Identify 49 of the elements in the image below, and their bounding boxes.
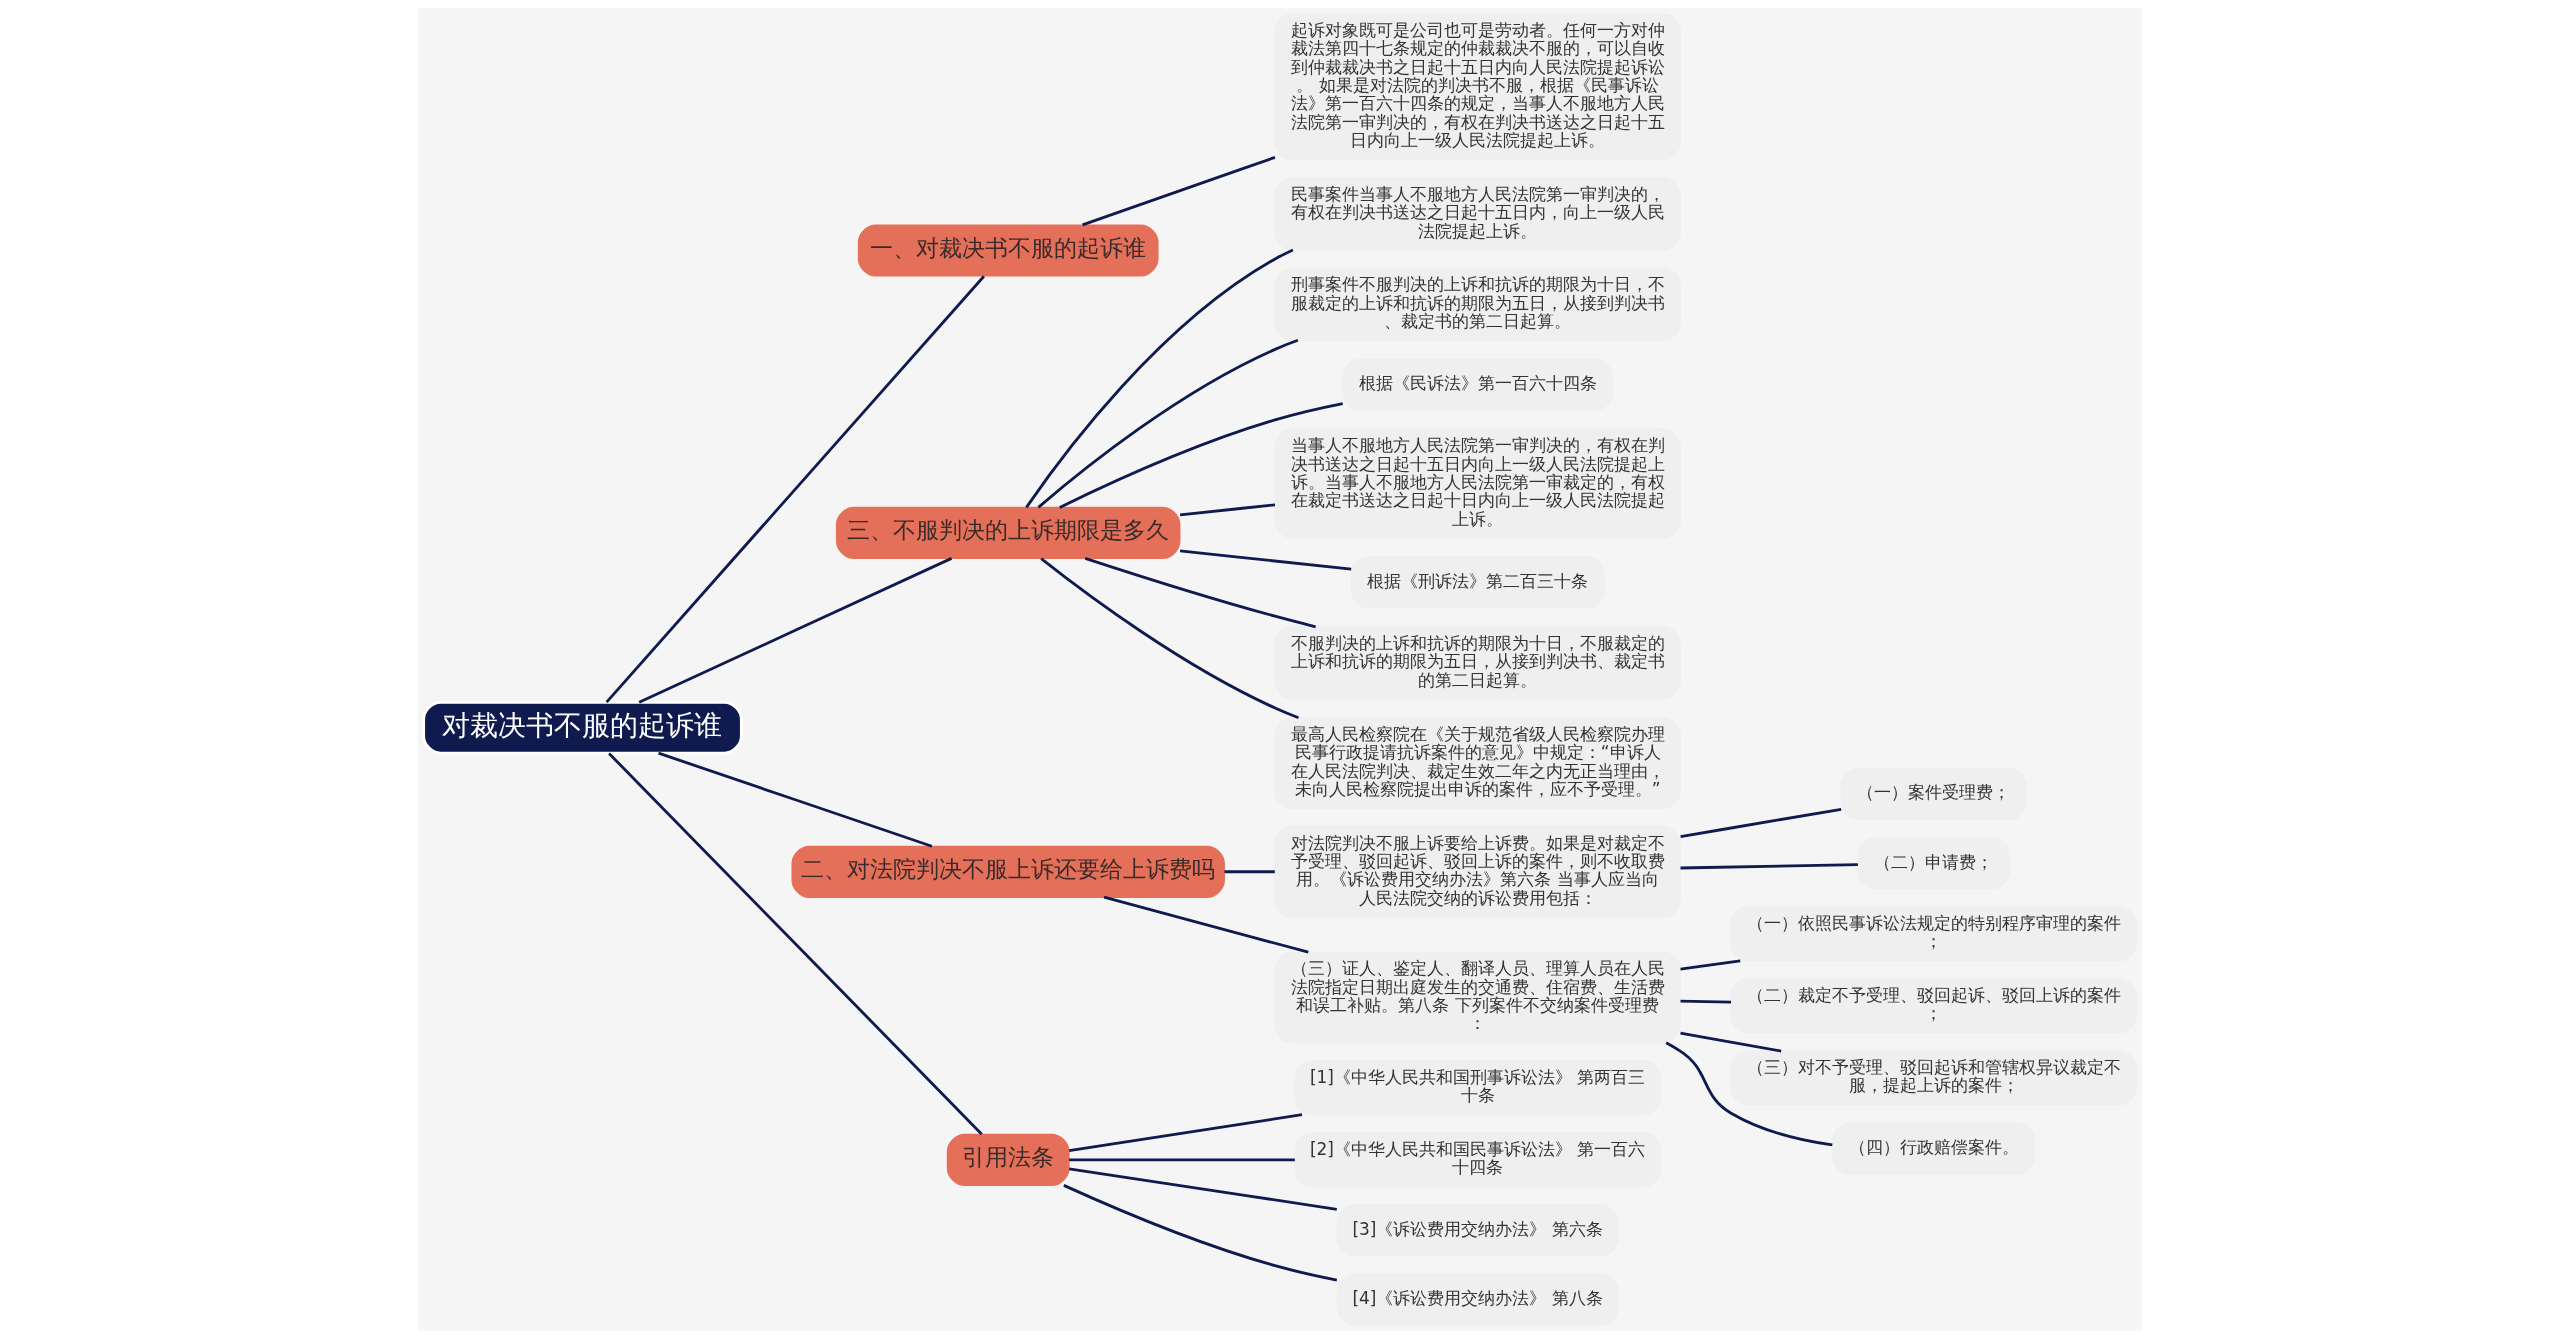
node-box: （二）申请费； <box>1857 837 2010 890</box>
connector <box>1025 248 1294 509</box>
node-box: 民事案件当事人不服地方人民法院第一审判决的，有权在判决书送达之日起十五日内，向上一级人民法院提起上诉。 <box>1274 177 1681 251</box>
connector <box>1680 1031 1782 1053</box>
connector <box>1680 807 1842 839</box>
node-box: 当事人不服地方人民法院第一审判决的，有权在判决书送达之日起十五日内向上一级人民法院提起上诉。当事人不服地方人民法院第一审裁定的，有权在裁定书送达之日起十日内向上一级人民法院提起上诉。 <box>1274 428 1681 539</box>
node-box: 根据《刑诉法》第二百三十条 <box>1350 556 1605 609</box>
node-box: [2]《中华人民共和国民事诉讼法》 第一百六十四条 <box>1294 1132 1662 1188</box>
node-box: （一）案件受理费； <box>1840 768 2027 821</box>
connector <box>1068 1113 1303 1152</box>
node-box: 引用法条 <box>946 1133 1070 1186</box>
connector <box>1037 338 1299 509</box>
connector <box>1680 999 1732 1004</box>
node-box: 根据《民诉法》第一百六十四条 <box>1342 358 1614 411</box>
connector <box>605 275 985 704</box>
node-box: （二）裁定不予受理、驳回起诉、驳回上诉的案件； <box>1730 978 2138 1034</box>
node-box: 对裁决书不服的起诉谁 <box>422 700 743 755</box>
connector <box>1082 156 1276 227</box>
connector <box>1084 556 1316 629</box>
node-box: （三）证人、鉴定人、翻译人员、理算人员在人民法院指定日期出庭发生的交通费、住宿费、生活费和误工补贴。第八条 下列案件不交纳案件受理费： <box>1274 951 1681 1044</box>
node-box: 二、对法院判决不服上诉还要给上诉费吗 <box>791 845 1225 898</box>
node-box: 刑事案件不服判决的上诉和抗诉的期限为十日，不服裁定的上诉和抗诉的期限为五日，从接到判决书、裁定书的第二日起算。 <box>1274 267 1681 341</box>
connector <box>1103 895 1309 954</box>
connector <box>1680 863 1858 870</box>
connector <box>1680 959 1741 971</box>
connector <box>1063 1184 1338 1282</box>
node-box: [1]《中华人民共和国刑事诉讼法》 第两百三十条 <box>1294 1060 1662 1116</box>
node-box: 对法院判决不服上诉要给上诉费。如果是对裁定不予受理、驳回起诉、驳回上诉的案件，则不收取费用。《诉讼费用交纳办法》第六条 当事人应当向人民法院交纳的诉讼费用包括： <box>1274 825 1681 918</box>
node-box: （三）对不予受理、驳回起诉和管辖权异议裁定不服，提起上诉的案件； <box>1730 1050 2138 1106</box>
node-box: 三、不服判决的上诉期限是多久 <box>835 506 1181 559</box>
connector <box>608 752 983 1136</box>
connector <box>1059 402 1343 509</box>
node-box: 不服判决的上诉和抗诉的期限为十日，不服裁定的上诉和抗诉的期限为五日，从接到判决书、裁定书的第二日起算。 <box>1274 626 1681 700</box>
node-box: （四）行政赔偿案件。 <box>1832 1122 2036 1175</box>
connector <box>1224 870 1275 874</box>
connector <box>1179 549 1352 571</box>
node-box: [3]《诉讼费用交纳办法》 第六条 <box>1336 1204 1619 1257</box>
connector <box>1040 557 1299 720</box>
connector <box>1069 1158 1295 1162</box>
node-box: 最高人民检察院在《关于规范省级人民检察院办理民事行政提请抗诉案件的意见》中规定：“申诉人在人民法院判决、裁定生效二年之内无正当理由，未向人民检察院提出申诉的案件，应不予受理。” <box>1274 717 1681 809</box>
node-box: 起诉对象既可是公司也可是劳动者。任何一方对仲裁法第四十七条规定的仲裁裁决不服的，可以自收到仲裁裁决书之日起十五日内向人民法院提起诉讼。 如果是对法院的判决书不服，根据《民事诉讼法》第一百六十四条的规定，当事人不服地方人民法院第一审判决的，有权在判决书送达之日起十五日内向上一级人民法院提起上诉。 <box>1274 13 1681 161</box>
connector <box>1179 503 1276 517</box>
connector <box>638 557 953 704</box>
node-box: 一、对裁决书不服的起诉谁 <box>857 224 1159 277</box>
node-box: （一）依照民事诉讼法规定的特别程序审理的案件； <box>1730 906 2138 962</box>
connector <box>658 751 933 848</box>
node-box: [4]《诉讼费用交纳办法》 第八条 <box>1336 1273 1619 1326</box>
connector <box>1665 1041 1833 1147</box>
connector <box>1068 1167 1338 1211</box>
